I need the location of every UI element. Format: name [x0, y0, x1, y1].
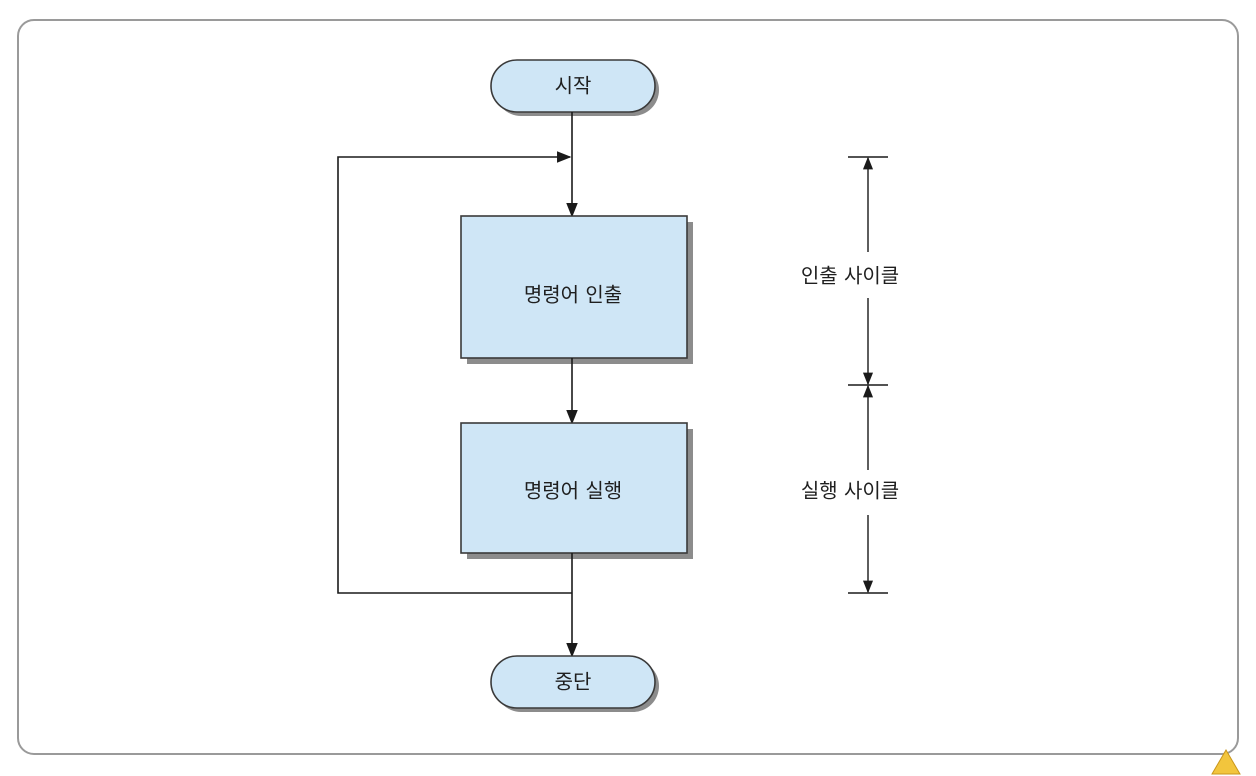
start-node-shape: [490, 59, 656, 113]
start-node-label: 시작: [555, 74, 592, 98]
diagram-frame: [17, 19, 1239, 755]
execute-cycle-dimension: 실행 사이클: [801, 384, 899, 594]
fetch-cycle-label: 인출 사이클: [801, 264, 899, 288]
execute-node-label: 명령어 실행: [524, 479, 622, 503]
fetch-cycle-dimension: 인출 사이클: [801, 156, 899, 386]
stop-node-label: 중단: [555, 670, 592, 694]
fetch-node-shape: [460, 215, 688, 359]
stop-node-shape: [490, 655, 656, 709]
fetch-node: 명령어 인출: [460, 215, 693, 364]
start-node: 시작: [490, 59, 659, 116]
execute-cycle-label: 실행 사이클: [801, 479, 899, 503]
execute-node: 명령어 실행: [460, 422, 693, 559]
execute-node-shape: [460, 422, 688, 554]
loop-back-line: [337, 151, 572, 594]
stop-node: 중단: [490, 655, 659, 712]
warning-icon: [1211, 749, 1241, 775]
fetch-node-label: 명령어 인출: [524, 283, 622, 307]
